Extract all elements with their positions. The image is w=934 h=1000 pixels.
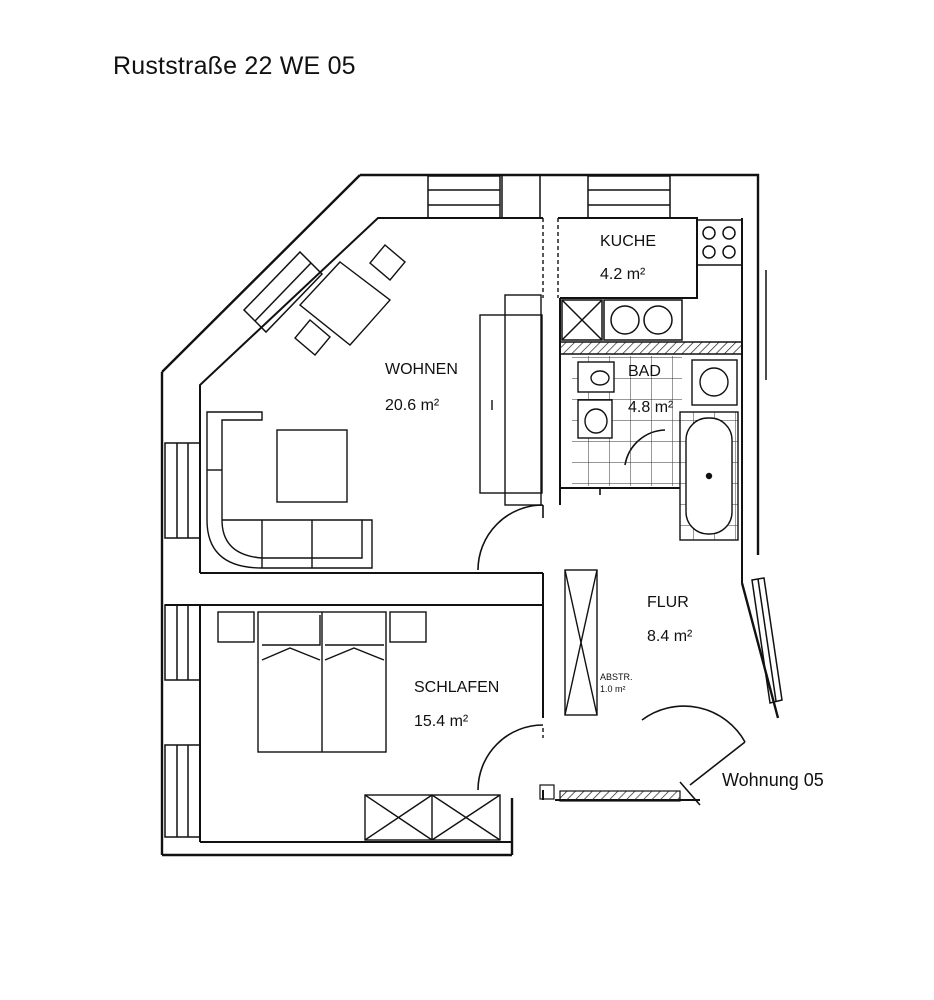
window-north-2 [587, 175, 671, 219]
sofa [206, 411, 373, 569]
window-north-1 [427, 175, 501, 219]
room-name-schlafen: SCHLAFEN [414, 679, 499, 696]
kitchen-fixtures [561, 219, 743, 341]
coffee-table [276, 429, 348, 503]
doors [477, 429, 746, 806]
stove [696, 219, 743, 266]
room-name-flur: FLUR [647, 594, 689, 611]
door-wohnen [477, 504, 544, 571]
room-area-flur: 8.4 m² [647, 628, 693, 645]
entrance-post [539, 784, 555, 800]
outer-wall-north [360, 173, 760, 555]
kitchen-sink [603, 299, 683, 341]
windows [164, 175, 783, 838]
window-west-2 [164, 604, 201, 681]
bath-fixtures [572, 356, 739, 541]
storage-closet [564, 569, 598, 716]
outer-wall-east-lower [740, 582, 780, 719]
door-entrance [641, 705, 746, 786]
pillow-left [261, 615, 321, 661]
outer-wall-northwest-diagonal [161, 174, 361, 373]
nightstand-right [389, 611, 427, 643]
dining-table [298, 261, 392, 346]
window-east-1 [751, 577, 783, 704]
window-diagonal-1 [242, 250, 324, 334]
room-area-schlafen: 15.4 m² [414, 713, 469, 730]
inner-walls [165, 217, 743, 843]
door-opening-marks [542, 218, 559, 738]
unit-label: Wohnung 05 [722, 770, 824, 790]
living-furniture [206, 244, 543, 569]
window-west-1 [164, 442, 201, 539]
room-area-abstellraum: 1.0 m² [600, 684, 626, 694]
room-name-bad: BAD [628, 363, 661, 380]
nightstand-left [217, 611, 255, 643]
room-area-bad: 4.8 m² [628, 399, 674, 416]
plan-title: Ruststraße 22 WE 05 [113, 52, 356, 80]
tv-cabinet [479, 314, 543, 494]
kitchen-counter-box [561, 299, 603, 341]
washing-machine [691, 359, 738, 406]
kueche-wall [558, 217, 698, 299]
pillow-right [324, 644, 385, 661]
door-schlafen [477, 724, 544, 791]
room-name-wohnen: WOHNEN [385, 361, 458, 378]
toilet [577, 361, 615, 393]
chair-1 [369, 244, 406, 281]
kueche-bad-partition [559, 341, 743, 355]
outer-walls [160, 173, 780, 857]
chair-2 [294, 319, 331, 356]
room-name-abstellraum: ABSTR. [600, 672, 633, 682]
entrance-wall [559, 790, 681, 802]
room-area-wohnen: 20.6 m² [385, 397, 440, 414]
window-west-3 [164, 744, 201, 838]
room-area-kueche: 4.2 m² [600, 266, 646, 283]
bedroom-furniture [217, 569, 598, 841]
room-name-kueche: KUCHE [600, 233, 656, 250]
